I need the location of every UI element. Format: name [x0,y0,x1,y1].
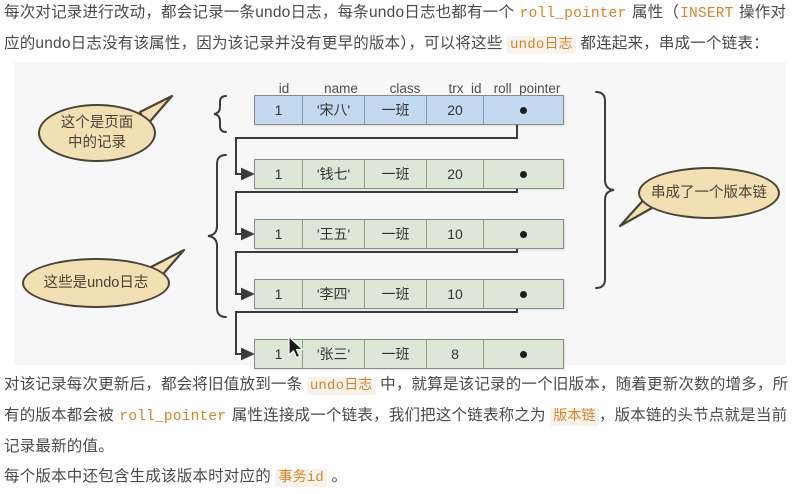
cell-name: '钱七' [303,160,365,188]
intro-seg-3: 操作对应的undo日志没有该属性，因为该记录并没有更早的版本），可以将这些 [4,4,787,52]
trx-id-seg-1: 每个版本中还包含生成该版本时对应的 [4,468,276,485]
roll-pointer-dot [520,230,527,238]
column-header-class: class [389,81,421,96]
table-row[interactable]: 1 '王五' 一班 10 [254,219,564,249]
cell-id: 1 [255,96,303,124]
cell-class: 一班 [365,96,427,124]
cell-id: 1 [255,280,303,308]
intro-seg-4: 都连起来，串成一个链表： [575,35,769,52]
explanation-seg-1: 对该记录每次更新后，都会将旧值放到一条 [4,376,307,393]
roll-pointer-dot [520,106,527,114]
cell-roll-pointer [484,220,563,248]
cell-trx-id: 8 [427,340,484,368]
cell-id: 1 [255,340,303,368]
roll-pointer-dot [520,290,527,298]
cell-trx-id: 10 [427,220,484,248]
table-row[interactable]: 1 '张三' 一班 8 [254,339,564,369]
table-row[interactable]: 1 '李四' 一班 10 [254,279,564,309]
cell-roll-pointer [484,340,563,368]
cell-name: '宋八' [303,96,365,124]
intro-seg-2: 属性（ [627,4,680,21]
code-undo-log-top: undo日志 [507,36,576,54]
trx-id-paragraph: 每个版本中还包含生成该版本时对应的 事务id 。 [4,462,604,493]
column-header-id: id [278,81,290,96]
explanation-seg-4: ，版本链的头节点就是当前记录最新的值。 [4,407,788,455]
callout-version-chain: 串成了一个版本链 [638,167,780,219]
explanation-seg-2: 中，就算是该记录的一个旧版本，随着更新次数的增多，所有的版本都会被 [4,376,789,424]
callout-page-record-line2: 中的记录 [68,135,126,151]
cell-name: '李四' [303,280,365,308]
column-header-trx-id: trx_id [448,81,482,96]
explanation-seg-3: 属性连接成一个链表，我们把这个链表称之为 [227,407,551,424]
intro-seg-1: 每次对记录进行改动，都会记录一条undo日志，每条undo日志也都有一个 [4,4,519,21]
callout-page-record-line1: 这个是页面 [60,115,134,131]
mouse-cursor [288,336,304,359]
explanation-paragraph: 对该记录每次更新后，都会将旧值放到一条 undo日志 中，就算是该记录的一个旧版… [4,370,800,461]
cell-class: 一班 [365,280,427,308]
cell-roll-pointer [484,96,563,124]
column-header-roll-pointer: roll_pointer [493,81,561,96]
roll-pointer-dot [520,350,527,358]
cell-name: '张三' [303,340,365,368]
cell-class: 一班 [365,340,427,368]
cell-trx-id: 10 [427,280,484,308]
code-roll-pointer-top: roll_pointer [519,6,627,22]
intro-paragraph: 每次对记录进行改动，都会记录一条undo日志，每条undo日志也都有一个 rol… [4,0,800,60]
code-undo-log-mid: undo日志 [306,377,376,395]
code-trx-id: 事务id [275,469,328,487]
cell-class: 一班 [365,220,427,248]
code-version-chain: 版本链 [550,408,599,426]
cell-class: 一班 [365,160,427,188]
callout-undo-logs: 这些是undo日志 [22,258,170,308]
trx-id-seg-2: 。 [327,468,348,485]
code-insert: INSERT [680,6,734,22]
callout-page-record: 这个是页面 中的记录 [38,104,156,162]
cell-id: 1 [255,220,303,248]
callout-version-chain-label: 串成了一个版本链 [651,185,767,201]
roll-pointer-dot [520,170,527,178]
cell-roll-pointer [484,280,563,308]
cell-name: '王五' [303,220,365,248]
version-chain-diagram: id name class trx_id roll_pointer [14,62,786,369]
code-roll-pointer-mid: roll_pointer [119,409,227,425]
cell-trx-id: 20 [427,96,484,124]
cell-roll-pointer [484,160,563,188]
callout-undo-logs-label: 这些是undo日志 [43,275,149,291]
cell-trx-id: 20 [427,160,484,188]
table-row[interactable]: 1 '钱七' 一班 20 [254,159,564,189]
column-header-name: name [324,81,358,96]
table-row[interactable]: 1 '宋八' 一班 20 [254,95,564,125]
cell-id: 1 [255,160,303,188]
